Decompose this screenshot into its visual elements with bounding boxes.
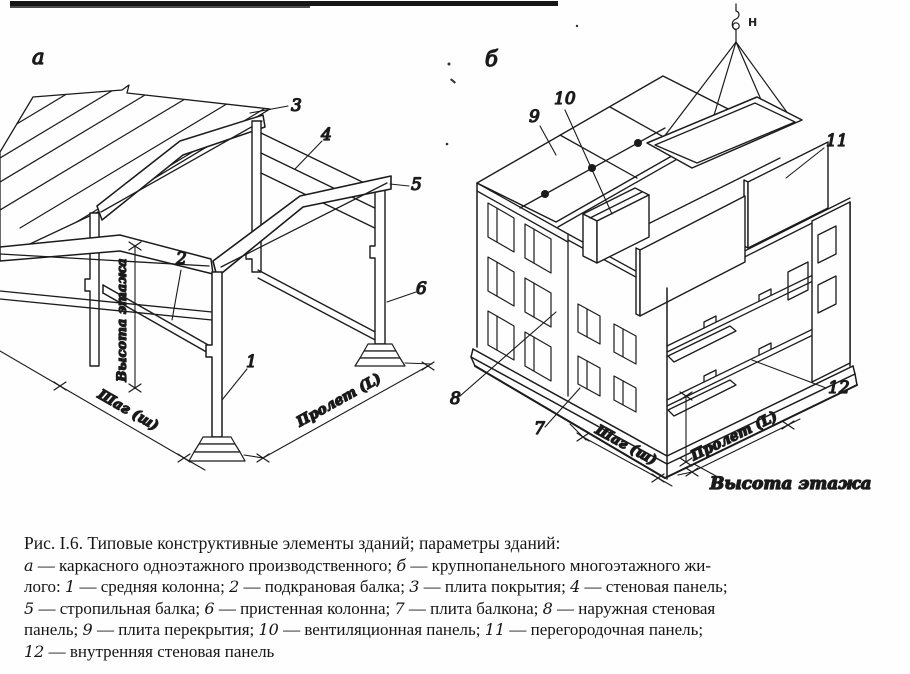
- leader-lines-a: [171, 105, 417, 401]
- subfigure-label-a: а: [32, 45, 45, 69]
- part-label-6: 6: [416, 279, 427, 299]
- dim-label-prolet-a: Пролет (L): [293, 371, 384, 431]
- roof-slab-plane: [0, 84, 271, 259]
- wall-panels: [257, 132, 382, 343]
- right-facade: [666, 201, 851, 465]
- leader-lines-b: [459, 109, 827, 428]
- figure-caption: Рис. I.6. Типовые конструктивные элемент…: [24, 533, 898, 663]
- lifted-floor-slab: [646, 96, 803, 169]
- dim-label-vysota-b: Высота этажа: [709, 474, 871, 494]
- dim-label-shag-b: Шаг (ш): [592, 422, 660, 469]
- caption-line: Рис. I.6. Типовые конструктивные элемент…: [24, 533, 561, 553]
- dim-label-shag-a: Шаг (ш): [94, 386, 161, 434]
- part-label-11: 11: [826, 131, 848, 151]
- dim-ticks: [53, 241, 435, 463]
- rear-rafter-beam: [96, 114, 266, 221]
- dim-label-prolet-b: Пролет (L): [687, 409, 780, 465]
- building-plinth: [470, 348, 858, 480]
- part-label-12: 12: [828, 378, 850, 398]
- drawing-b-panel-building: Шаг (ш) Пролет (L) Высота этажа б 9 10 1…: [445, 3, 872, 495]
- figure-drawings: Шаг (ш) Пролет (L) Высота этажа а 1 2 3 …: [0, 3, 872, 495]
- scan-artifact-bar-2: [10, 6, 310, 8]
- scan-specks: [445, 24, 579, 146]
- part-label-3: 3: [291, 96, 302, 116]
- scan-stray-mark: Н: [748, 16, 758, 29]
- dimension-lines-a: [0, 241, 435, 471]
- subfigure-label-b: б: [485, 47, 498, 71]
- front-rafter-beam: [212, 175, 392, 278]
- part-label-4: 4: [320, 125, 332, 145]
- caption-line: а — каркасного одноэтажного производстве…: [24, 555, 711, 575]
- inner-wall-panel: [635, 195, 746, 317]
- part-label-5: 5: [411, 175, 422, 195]
- ventilation-panel: [582, 187, 650, 264]
- part-label-9: 9: [529, 107, 540, 127]
- middle-column-foundation: [188, 436, 246, 462]
- dimension-lines-b: [569, 391, 801, 487]
- part-label-7: 7: [534, 419, 545, 439]
- caption-line: панель; 9 — плита перекрытия; 10 — венти…: [24, 620, 704, 640]
- rear-left-column: [84, 212, 100, 367]
- scan-artifact-bar: [10, 1, 558, 6]
- wall-column-foundation: [354, 343, 406, 367]
- wall-side-column: [369, 181, 386, 345]
- caption-line: 12 — внутренняя стеновая панель: [24, 641, 275, 661]
- part-label-10: 10: [554, 89, 576, 109]
- caption-line: лого: 1 — средняя колонна; 2 — подкранов…: [24, 577, 728, 597]
- part-label-1: 1: [246, 352, 257, 372]
- dim-label-vysota-a: Высота этажа: [115, 258, 130, 382]
- part-label-2: 2: [175, 249, 187, 269]
- front-left-beam: [0, 234, 214, 321]
- dim-ticks-b: [576, 391, 795, 483]
- roof-slab-b: [476, 75, 745, 228]
- part-label-8: 8: [450, 389, 461, 409]
- caption-line: 5 — стропильная балка; 6 — пристенная ко…: [24, 598, 716, 618]
- middle-column: [205, 271, 223, 438]
- left-facade: [476, 182, 637, 413]
- facade-windows: [487, 202, 637, 413]
- drawing-a-frame-building: Шаг (ш) Пролет (L) Высота этажа а 1 2 3 …: [0, 44, 435, 471]
